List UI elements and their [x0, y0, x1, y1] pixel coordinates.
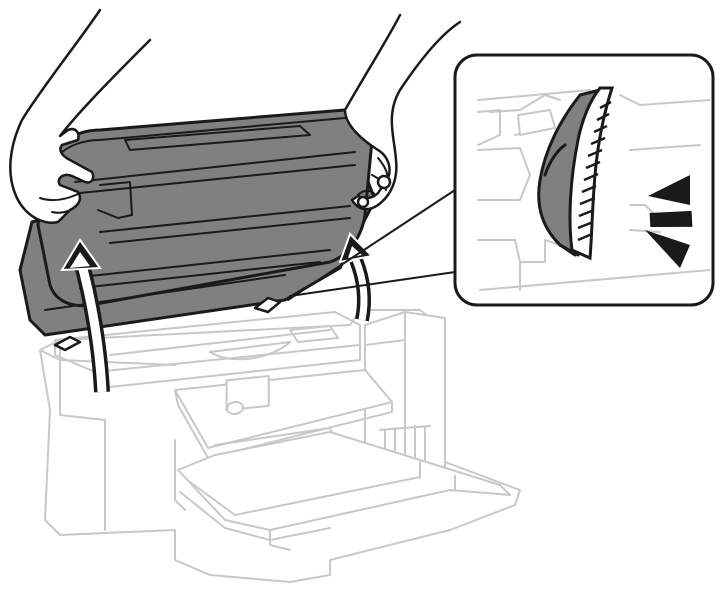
click-sound-marks: [645, 175, 693, 268]
magnified-detail: [453, 53, 715, 307]
printer-body: [39, 309, 521, 583]
hinge-teeth: [577, 100, 612, 242]
curved-up-arrow-left: [60, 238, 110, 393]
curved-up-arrow-right: [338, 232, 375, 322]
callout-leader: [287, 189, 456, 301]
hands-lifting: [9, 8, 462, 224]
